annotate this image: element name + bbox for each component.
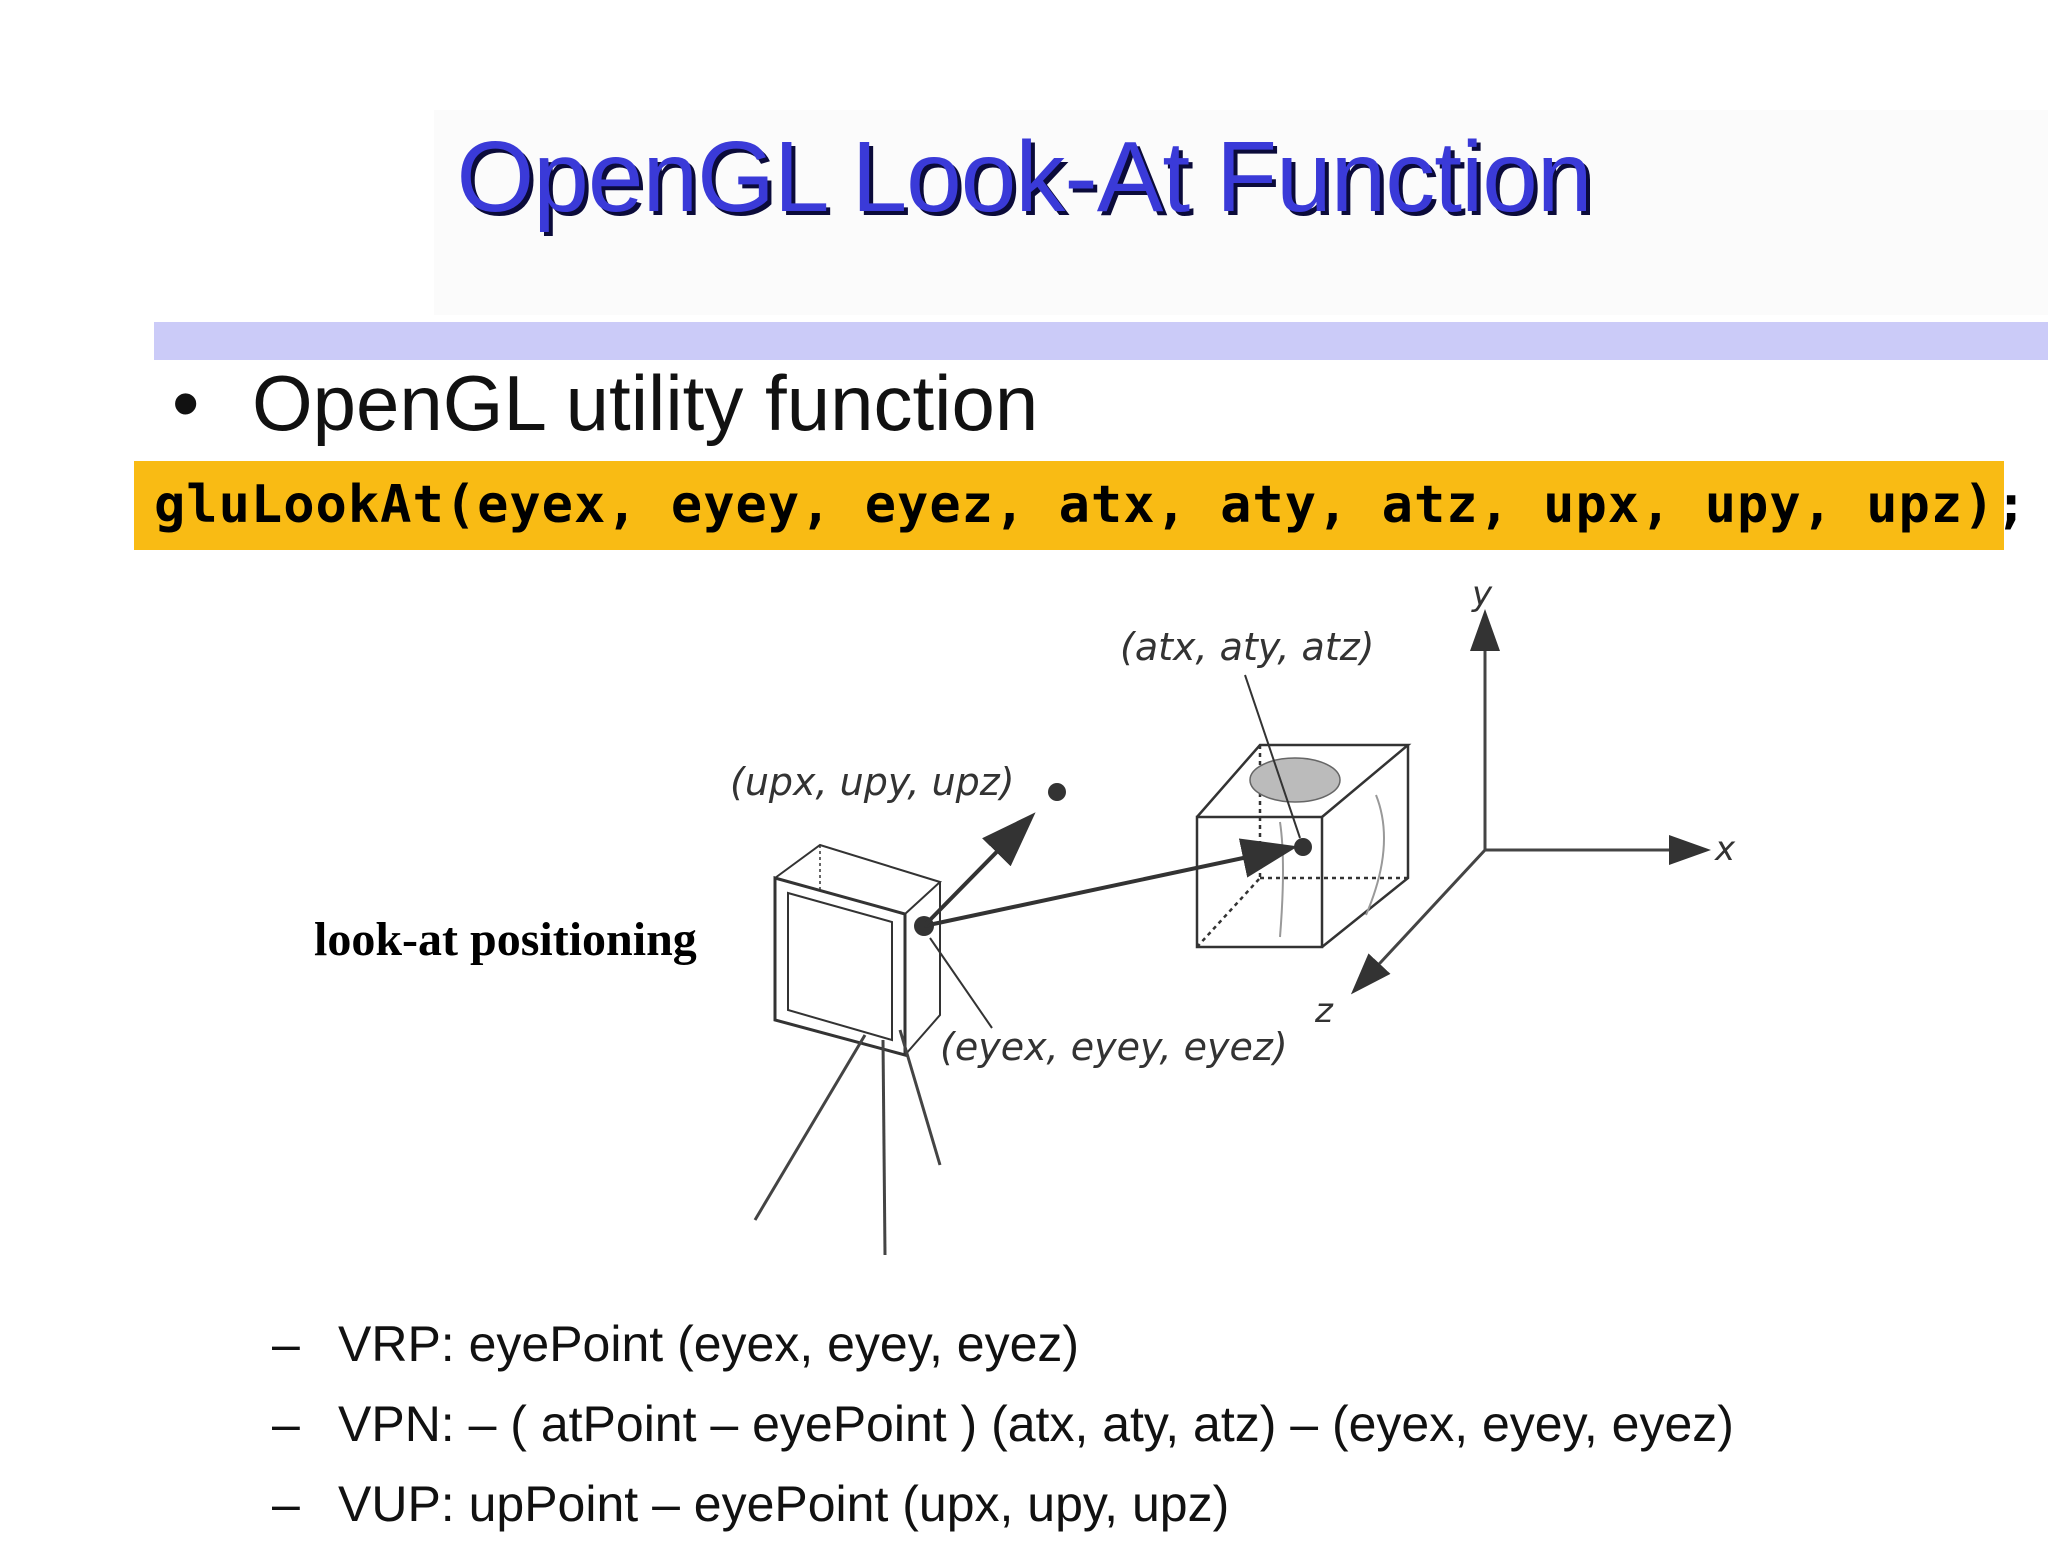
sub-bullet-marker: – <box>272 1396 300 1452</box>
up-vector-arrow <box>922 812 1036 928</box>
figure-caption: look-at positioning <box>314 913 697 966</box>
sub-bullet-text: VRP: eyePoint (eyex, eyey, eyez) <box>338 1316 1080 1372</box>
bullet-text: OpenGL utility function <box>252 359 1039 447</box>
sub-bullet-vup: –VUP: upPoint – eyePoint (upx, upy, upz) <box>272 1470 1734 1550</box>
sub-bullet-marker: – <box>272 1316 300 1372</box>
bullet-item: • OpenGL utility function <box>172 358 1038 449</box>
sub-bullet-text: VUP: upPoint – eyePoint (upx, upy, upz) <box>338 1476 1230 1532</box>
slide-title: OpenGL Look-At Function <box>456 121 1592 233</box>
at-point-label: (atx, aty, atz) <box>1120 625 1375 669</box>
z-axis-label: z <box>1314 991 1334 1031</box>
sub-bullet-vrp: –VRP: eyePoint (eyex, eyey, eyez) <box>272 1310 1734 1390</box>
bullet-marker: • <box>172 359 200 447</box>
at-point <box>1294 838 1312 856</box>
view-direction-arrow <box>923 838 1298 928</box>
y-axis-label: y <box>1471 574 1493 614</box>
tripod <box>753 1029 942 1256</box>
up-point <box>1048 783 1066 801</box>
axes <box>1350 609 1711 995</box>
sub-bullet-marker: – <box>272 1476 300 1532</box>
z-axis-line <box>1350 848 1487 995</box>
title-divider-bar <box>154 322 2048 360</box>
eye-point-label: (eyex, eyey, eyez) <box>940 1025 1288 1069</box>
look-at-diagram: y x z (atx, aty, atz) <box>730 574 1736 1256</box>
sub-bullet-list: –VRP: eyePoint (eyex, eyey, eyez) –VPN: … <box>272 1310 1734 1550</box>
sub-bullet-text: VPN: – ( atPoint – eyePoint ) (atx, aty,… <box>338 1396 1734 1452</box>
title-background <box>434 110 2048 315</box>
sub-bullet-vpn: –VPN: – ( atPoint – eyePoint ) (atx, aty… <box>272 1390 1734 1470</box>
x-axis-label: x <box>1714 829 1736 869</box>
code-snippet: gluLookAt(eyex, eyey, eyez, atx, aty, at… <box>134 461 2027 550</box>
up-point-label: (upx, upy, upz) <box>730 760 1015 804</box>
camera <box>773 843 942 1057</box>
